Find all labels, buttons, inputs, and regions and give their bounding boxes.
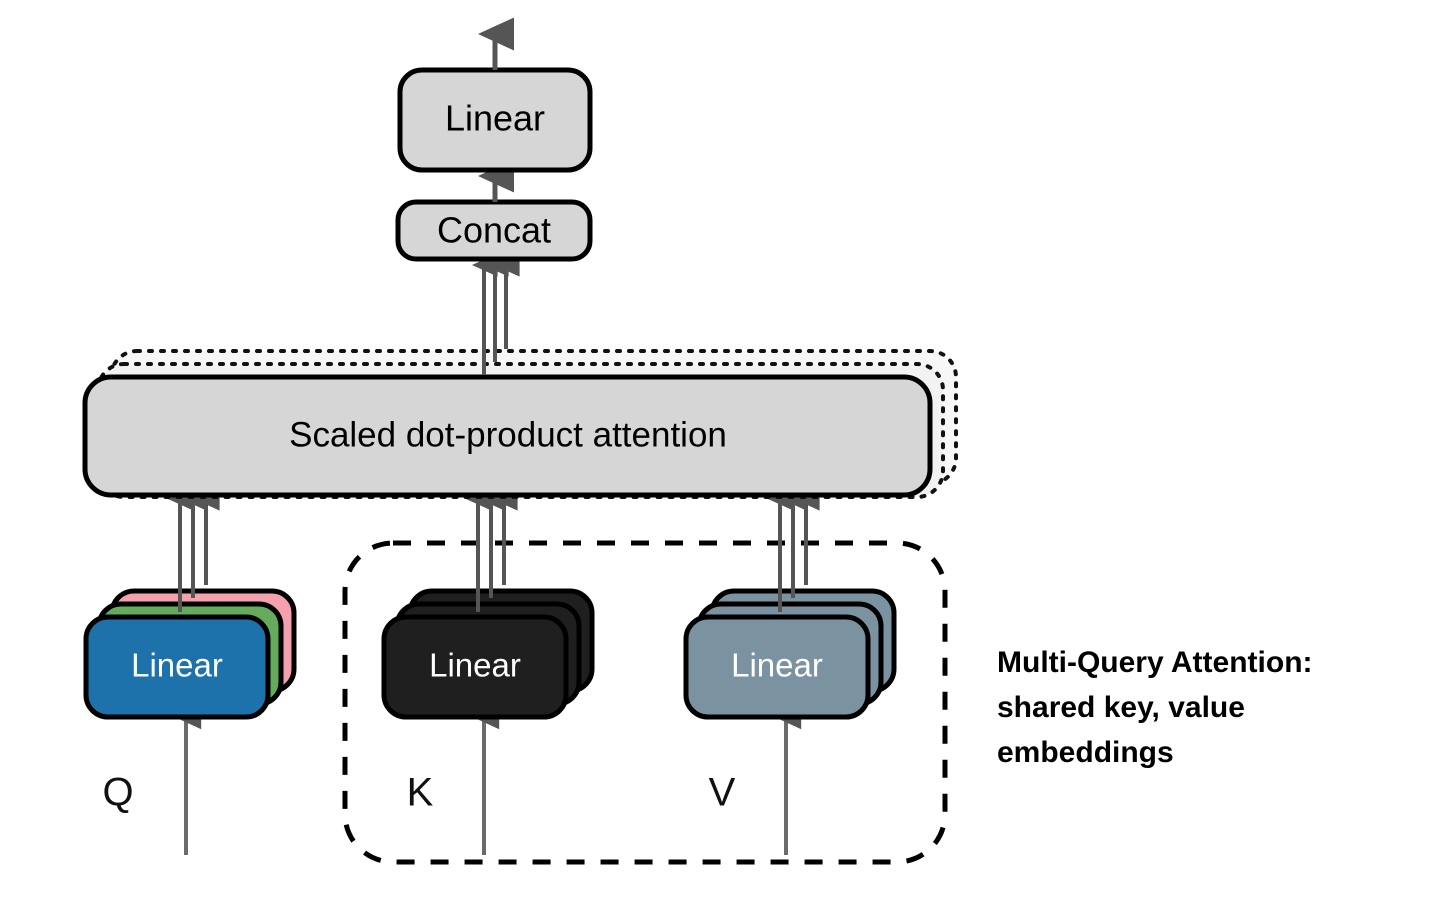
k-linear-layer-front xyxy=(381,614,569,720)
q-linear-stack[interactable]: Linear xyxy=(83,588,297,720)
q-linear-label: Linear xyxy=(131,647,223,684)
q-to-attention-arrows xyxy=(167,487,220,612)
output-linear-label: Linear xyxy=(445,98,545,139)
attention-layer-front xyxy=(82,374,933,498)
q-linear-layer-front xyxy=(83,614,271,720)
k-linear-stack[interactable]: Linear xyxy=(381,588,595,720)
output-linear-node[interactable]: Linear xyxy=(397,67,593,173)
v-linear-stack[interactable]: Linear xyxy=(683,588,897,720)
attention-label: Scaled dot-product attention xyxy=(289,415,727,454)
k-linear-label: Linear xyxy=(429,647,521,684)
k-input-label: K xyxy=(407,771,434,815)
concat-node[interactable]: Concat xyxy=(395,199,593,262)
attention-to-concat-arrows xyxy=(471,253,520,375)
scaled-dot-product-attention-stack[interactable]: Scaled dot-product attention xyxy=(82,349,958,499)
q-input-label: Q xyxy=(102,771,133,815)
concat-label: Concat xyxy=(437,210,551,251)
v-input-label: V xyxy=(709,771,736,815)
v-linear-label: Linear xyxy=(731,647,823,684)
shared-kv-dashed-group xyxy=(342,540,948,865)
annotation-line-3: embeddings xyxy=(997,736,1174,769)
v-linear-layer-front xyxy=(683,614,871,720)
v-to-attention-arrows xyxy=(767,487,820,612)
annotation-line-2: shared key, value xyxy=(997,691,1245,724)
annotation-line-1: Multi-Query Attention: xyxy=(997,646,1313,679)
k-to-attention-arrows xyxy=(465,487,518,612)
